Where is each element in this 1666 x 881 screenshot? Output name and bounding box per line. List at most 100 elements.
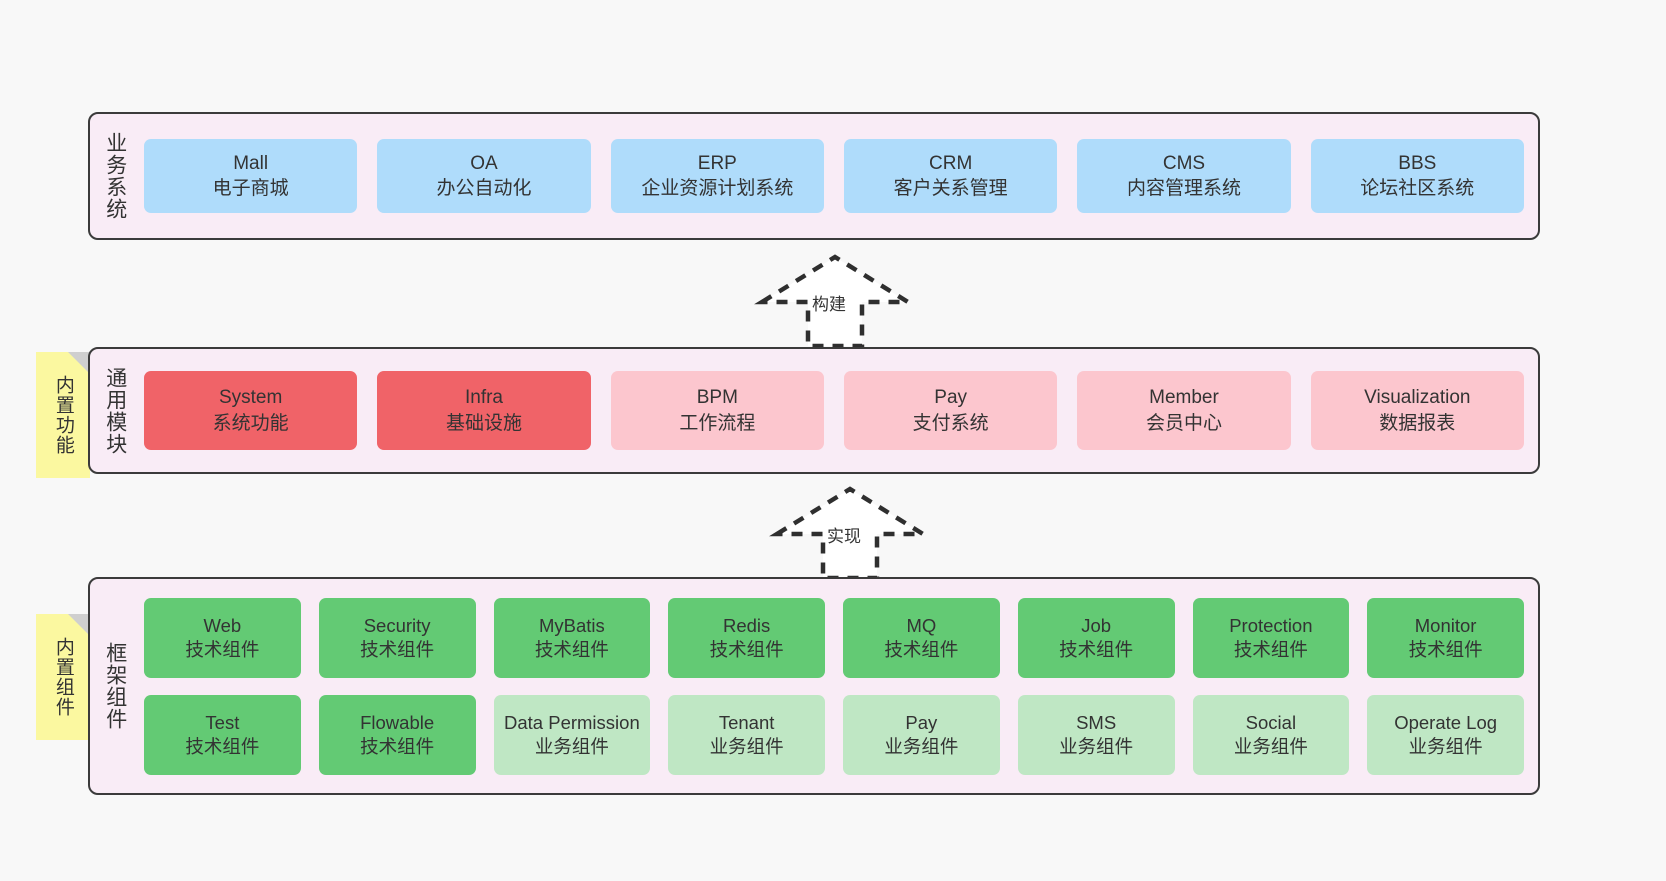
- card-subtitle: 会员中心: [1145, 412, 1222, 434]
- card-subtitle: 技术组件: [360, 638, 435, 660]
- card-subtitle: 内容管理系统: [1126, 178, 1241, 199]
- card-erp[interactable]: ERP 企业资源计划系统: [610, 139, 824, 213]
- card-subtitle: 电子商城: [212, 178, 289, 199]
- card-monitor[interactable]: Monitor 技术组件: [1367, 597, 1524, 678]
- layer-body-framework: Web 技术组件 Security 技术组件 MyBatis 技术组件 Redi…: [140, 579, 1538, 793]
- card-title: Operate Log: [1394, 712, 1498, 734]
- card-subtitle: 业务组件: [709, 735, 784, 757]
- card-title: Social: [1245, 712, 1297, 734]
- card-social[interactable]: Social 业务组件: [1192, 694, 1350, 775]
- arrow-label-build: 构建: [812, 295, 846, 314]
- card-pay-component[interactable]: Pay 业务组件: [843, 694, 1000, 775]
- card-title: Tenant: [718, 712, 775, 734]
- arrow-label-implement: 实现: [827, 527, 861, 546]
- card-row: Test 技术组件 Flowable 技术组件 Data Permission …: [144, 694, 1524, 775]
- card-title: System: [218, 387, 283, 409]
- card-subtitle: 业务组件: [1408, 735, 1483, 757]
- card-subtitle: 系统功能: [212, 412, 289, 434]
- card-subtitle: 技术组件: [185, 638, 260, 660]
- card-title: Job: [1081, 615, 1112, 637]
- card-title: MQ: [906, 615, 937, 637]
- card-protection[interactable]: Protection 技术组件: [1192, 597, 1350, 678]
- card-title: Test: [205, 712, 240, 734]
- note-label: 内置组件: [52, 637, 74, 717]
- card-tenant[interactable]: Tenant 业务组件: [668, 694, 825, 775]
- card-subtitle: 论坛社区系统: [1360, 178, 1475, 199]
- card-title: Monitor: [1414, 615, 1477, 637]
- card-sms[interactable]: SMS 业务组件: [1017, 694, 1175, 775]
- card-row: Mall 电子商城 OA 办公自动化 ERP 企业资源计划系统 CRM 客户关系…: [144, 139, 1524, 213]
- card-test[interactable]: Test 技术组件: [144, 694, 301, 775]
- layer-title-common: 通用模块: [103, 366, 127, 455]
- card-data-permission[interactable]: Data Permission 业务组件: [493, 694, 651, 775]
- card-title: Protection: [1229, 615, 1313, 637]
- card-title: Member: [1149, 387, 1219, 409]
- layer-framework-components: 框架组件 Web 技术组件 Security 技术组件 MyBatis 技术组件…: [88, 577, 1540, 795]
- sticky-note-builtin-components: 内置组件: [36, 614, 90, 740]
- card-title: BPM: [696, 387, 738, 409]
- card-subtitle: 工作流程: [679, 412, 756, 434]
- card-subtitle: 技术组件: [185, 735, 260, 757]
- note-fold-icon: [68, 614, 90, 636]
- card-visualization[interactable]: Visualization 数据报表: [1310, 371, 1524, 450]
- card-title: Redis: [722, 615, 771, 637]
- card-title: CRM: [929, 152, 973, 174]
- card-title: Pay: [934, 387, 968, 409]
- card-subtitle: 技术组件: [1233, 638, 1308, 660]
- card-security[interactable]: Security 技术组件: [318, 597, 476, 678]
- card-flowable[interactable]: Flowable 技术组件: [318, 694, 476, 775]
- card-title: Mall: [233, 152, 269, 174]
- card-bbs[interactable]: BBS 论坛社区系统: [1310, 139, 1524, 213]
- card-title: BBS: [1398, 152, 1437, 174]
- card-title: Visualization: [1364, 387, 1471, 409]
- card-row: System 系统功能 Infra 基础设施 BPM 工作流程 Pay 支付系统…: [144, 371, 1524, 450]
- layer-business-systems: 业务系统 Mall 电子商城 OA 办公自动化 ERP 企业资源计划系统 CRM…: [88, 112, 1540, 240]
- card-title: Security: [363, 615, 431, 637]
- note-label: 内置功能: [52, 375, 74, 455]
- card-title: Web: [203, 615, 242, 637]
- card-mall[interactable]: Mall 电子商城: [144, 139, 358, 213]
- layer-title-framework: 框架组件: [103, 642, 127, 730]
- sticky-note-builtin-features: 内置功能: [36, 352, 90, 478]
- note-fold-icon: [68, 352, 90, 374]
- card-subtitle: 技术组件: [884, 638, 959, 660]
- card-subtitle: 技术组件: [360, 735, 435, 757]
- card-mybatis[interactable]: MyBatis 技术组件: [493, 597, 651, 678]
- layer-title-business: 业务系统: [103, 132, 127, 220]
- card-subtitle: 数据报表: [1379, 412, 1456, 434]
- card-mq[interactable]: MQ 技术组件: [843, 597, 1000, 678]
- card-oa[interactable]: OA 办公自动化: [377, 139, 591, 213]
- layer-common-modules: 通用模块 System 系统功能 Infra 基础设施 BPM 工作流程 Pay…: [88, 347, 1540, 474]
- card-pay-module[interactable]: Pay 支付系统: [843, 371, 1058, 450]
- card-subtitle: 技术组件: [709, 638, 784, 660]
- card-job[interactable]: Job 技术组件: [1017, 597, 1175, 678]
- card-subtitle: 业务组件: [1059, 735, 1134, 757]
- card-title: ERP: [697, 152, 737, 174]
- card-member[interactable]: Member 会员中心: [1077, 371, 1291, 450]
- card-subtitle: 客户关系管理: [893, 178, 1008, 199]
- arrow-build: 构建: [750, 252, 920, 350]
- card-infra[interactable]: Infra 基础设施: [377, 371, 591, 450]
- card-subtitle: 业务组件: [884, 735, 959, 757]
- layer-body-business: Mall 电子商城 OA 办公自动化 ERP 企业资源计划系统 CRM 客户关系…: [140, 114, 1538, 238]
- card-title: SMS: [1076, 712, 1117, 734]
- card-subtitle: 业务组件: [1233, 735, 1308, 757]
- card-title: MyBatis: [538, 615, 605, 637]
- card-system[interactable]: System 系统功能: [144, 371, 358, 450]
- card-title: CMS: [1162, 152, 1206, 174]
- card-title: Pay: [905, 712, 938, 734]
- card-operate-log[interactable]: Operate Log 业务组件: [1367, 694, 1524, 775]
- card-web[interactable]: Web 技术组件: [144, 597, 301, 678]
- card-subtitle: 业务组件: [534, 735, 609, 757]
- card-redis[interactable]: Redis 技术组件: [668, 597, 825, 678]
- card-bpm[interactable]: BPM 工作流程: [610, 371, 824, 450]
- arrow-implement: 实现: [765, 484, 935, 582]
- card-subtitle: 企业资源计划系统: [641, 178, 794, 199]
- card-crm[interactable]: CRM 客户关系管理: [843, 139, 1058, 213]
- card-title: Flowable: [360, 712, 435, 734]
- card-row: Web 技术组件 Security 技术组件 MyBatis 技术组件 Redi…: [144, 597, 1524, 678]
- card-cms[interactable]: CMS 内容管理系统: [1077, 139, 1291, 213]
- layer-body-common: System 系统功能 Infra 基础设施 BPM 工作流程 Pay 支付系统…: [140, 349, 1538, 472]
- card-title: Infra: [464, 387, 503, 409]
